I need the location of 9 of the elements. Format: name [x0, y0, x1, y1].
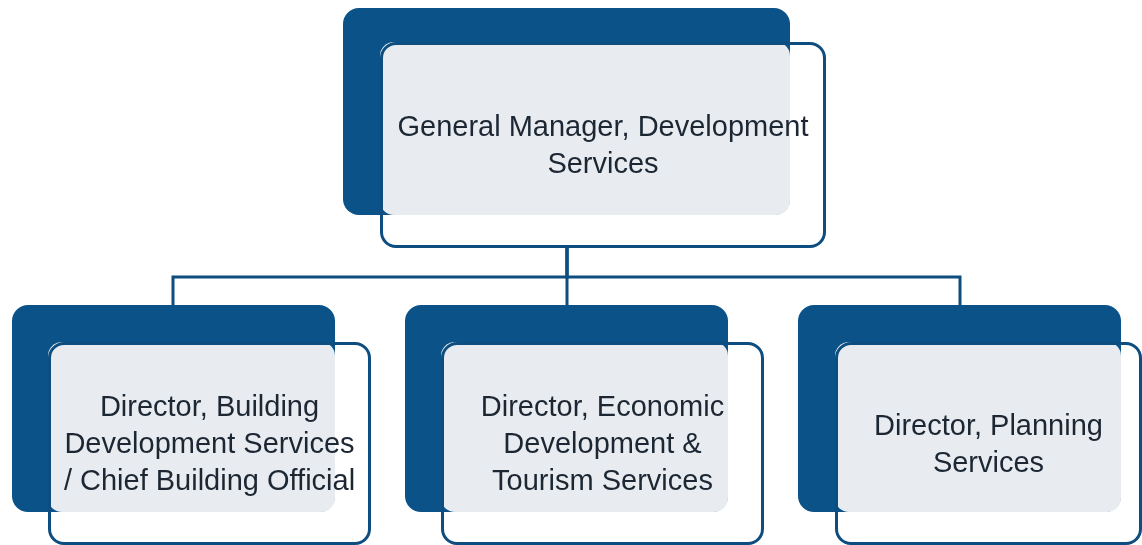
org-chart-box [12, 305, 371, 545]
org-chart-box [798, 305, 1142, 545]
box-title: General Manager, Development Services [396, 109, 810, 181]
box-title: Director, Building Development Services / Chief Building Official [62, 389, 357, 498]
connector-line [565, 248, 962, 305]
org-chart-box [405, 305, 764, 545]
box-title: Director, Economic Development & Tourism Services [479, 389, 726, 498]
box-title: Director, Planning Services [873, 407, 1104, 480]
org-chart-box [343, 8, 826, 248]
